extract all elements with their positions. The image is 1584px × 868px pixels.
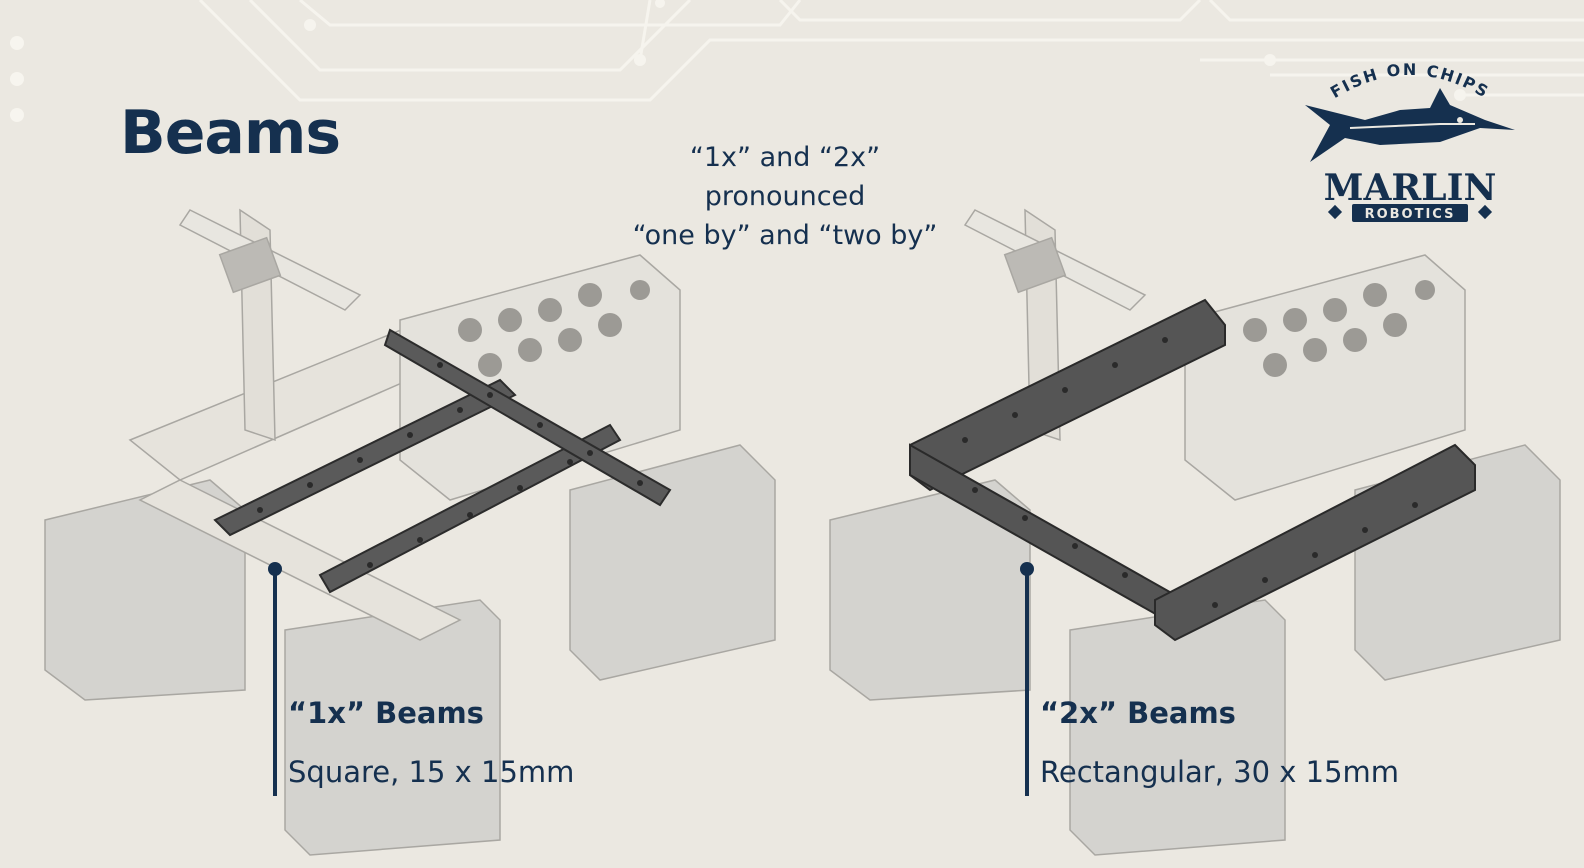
marlin-robotics-logo: FISH ON CHIPS MARLIN ROBOTICS — [1305, 60, 1515, 222]
logo-top-text: FISH ON CHIPS — [1327, 60, 1491, 102]
logo-sub: ROBOTICS — [1365, 207, 1456, 222]
note-line: “one by” and “two by” — [632, 220, 938, 251]
pronunciation-note: “1x” and “2x” pronounced “one by” and “t… — [560, 138, 1010, 255]
label-1x-beams: “1x” Beams — [288, 696, 484, 730]
label-2x-detail: Rectangular, 30 x 15mm — [1040, 755, 1400, 789]
page-title: Beams — [120, 98, 341, 168]
robot-2x-beams-illustration — [829, 208, 1561, 856]
logo-name: MARLIN — [1324, 167, 1497, 209]
callout-dot-1x — [268, 562, 282, 576]
callout-line-1x — [273, 570, 277, 796]
decorative-dots — [10, 36, 24, 144]
callout-dot-2x — [1020, 562, 1034, 576]
callout-line-2x — [1025, 570, 1029, 796]
note-line: pronounced — [704, 181, 866, 212]
marlin-fish-icon — [1305, 88, 1515, 162]
svg-text:FISH ON CHIPS: FISH ON CHIPS — [1327, 60, 1493, 102]
robot-1x-beams-illustration — [44, 208, 776, 856]
note-line: “1x” and “2x” — [689, 142, 881, 173]
label-1x-detail: Square, 15 x 15mm — [288, 755, 575, 789]
label-2x-beams: “2x” Beams — [1040, 696, 1236, 730]
